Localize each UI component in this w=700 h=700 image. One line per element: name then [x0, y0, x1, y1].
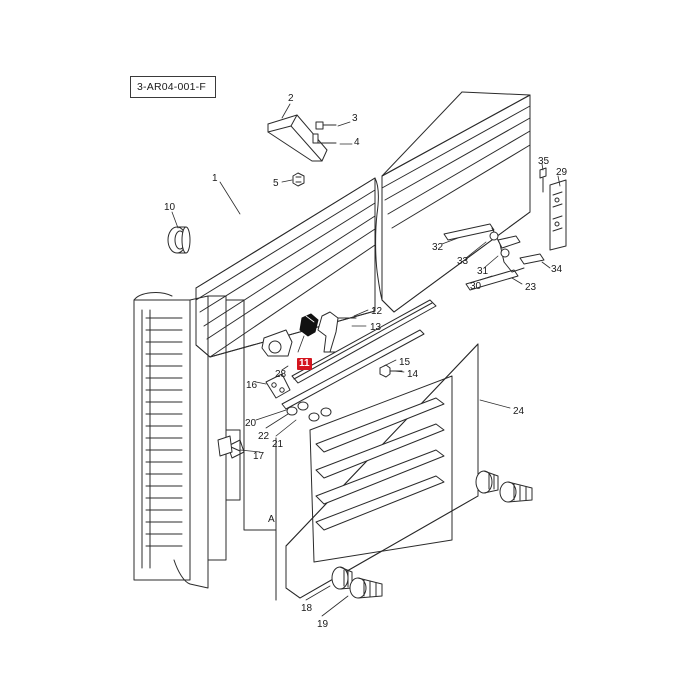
part-number-35: 35	[538, 156, 550, 167]
part-2-strip	[267, 114, 328, 162]
bolt-right-upper	[475, 470, 499, 494]
part-24-panel	[285, 343, 479, 599]
bolt-right-lower	[499, 481, 533, 503]
leader-lines	[171, 103, 561, 617]
part-number-29: 29	[556, 167, 568, 178]
part-18-bolt	[331, 566, 353, 590]
part-number-15: 15	[399, 357, 411, 368]
part-number-13: 13	[370, 322, 382, 333]
part-4-pin	[312, 133, 337, 144]
part-number-5: 5	[273, 178, 279, 189]
part-number-3: 3	[352, 113, 358, 124]
part-10-bushing	[167, 226, 191, 254]
part-number-12: 12	[371, 306, 383, 317]
part-number-14: 14	[407, 369, 419, 380]
linkage-assembly	[443, 223, 545, 291]
part-number-34: 34	[551, 264, 563, 275]
part-number-17: 17	[253, 451, 265, 462]
part-3-bolt	[315, 121, 337, 130]
part-11-clip	[299, 313, 319, 337]
part-number-31: 31	[477, 266, 489, 277]
part-28-bracket	[261, 329, 293, 357]
part-number-23: 23	[525, 282, 537, 293]
part-5-nut	[292, 172, 305, 187]
section-letter-label: A	[268, 514, 275, 525]
part-number-21: 21	[272, 439, 284, 450]
cab-context-outline	[133, 292, 277, 601]
part-20-seal-rail	[281, 329, 425, 410]
panel-upper-right	[381, 91, 531, 313]
diagram-code-box	[130, 76, 216, 98]
part-number-28: 28	[275, 369, 287, 380]
part-number-22: 22	[258, 431, 270, 442]
part-number-19: 19	[317, 619, 329, 630]
part-number-4: 4	[354, 137, 360, 148]
part-19-bolt	[349, 577, 383, 599]
part-16-bracket	[265, 373, 291, 399]
part-number-33: 33	[457, 256, 469, 267]
part-number-24: 24	[513, 406, 525, 417]
part-number-30: 30	[470, 281, 482, 292]
part-number-20: 20	[245, 418, 257, 429]
part-number-18: 18	[301, 603, 313, 614]
part-number-11: 11	[297, 358, 312, 370]
part-number-16: 16	[246, 380, 258, 391]
part-number-10: 10	[164, 202, 176, 213]
part-29-hinge	[549, 179, 567, 251]
part-number-2: 2	[288, 93, 294, 104]
part-15-rail	[291, 299, 437, 384]
part-number-32: 32	[432, 242, 444, 253]
part-35-bolt	[539, 167, 547, 193]
diagram-code-label: 3-AR04-001-F	[137, 81, 206, 93]
part-number-1: 1	[212, 173, 218, 184]
part-22-washers	[286, 401, 332, 422]
